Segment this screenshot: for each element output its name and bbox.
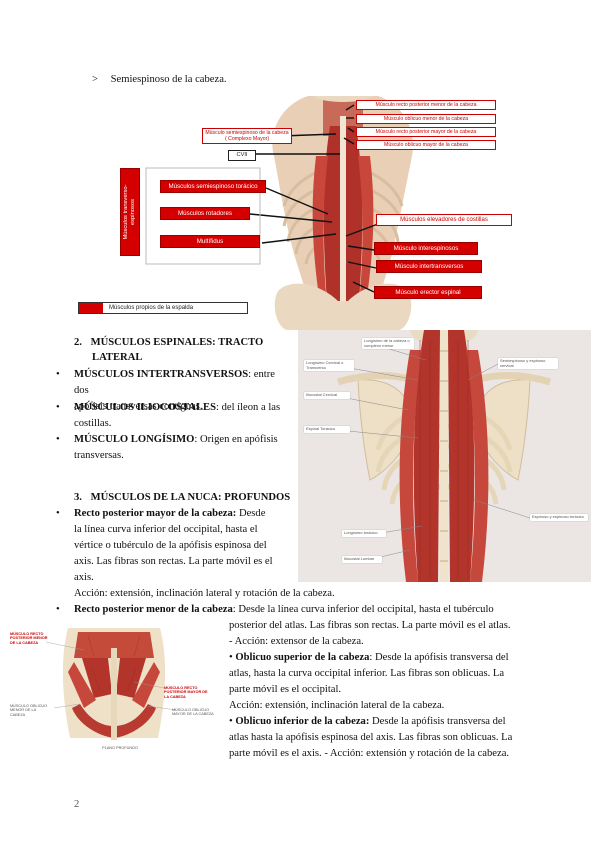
fig1-legend-text: Músculos propios de la espalda <box>109 305 194 311</box>
fig1-legend: Músculos propios de la espalda <box>78 302 248 314</box>
section3-item1-accion: Acción: extensión, inclinación lateral y… <box>74 588 335 599</box>
item2-line2: posterior del atlas. Las fibras son rect… <box>229 620 511 631</box>
section3-item-2-line1: • Recto posterior menor de la cabeza: De… <box>56 602 596 618</box>
item4-line3: parte móvil es el axis. - Acción: extens… <box>229 748 510 759</box>
item-line3: vértice o tubérculo de la apófisis espin… <box>74 540 267 551</box>
suboccipital-illustration <box>45 628 177 740</box>
fig2-label-espinal-toracico-2: Espinoso y espinoso torácico <box>530 514 588 521</box>
section2-heading: 2. MÚSCULOS ESPINALES: TRACTO <box>74 335 263 351</box>
bullet: • <box>56 402 60 413</box>
section2-heading-line1: MÚSCULOS ESPINALES: TRACTO <box>90 337 264 348</box>
item-bold: MÚSCULOS ILIOCOSTALES <box>74 402 216 413</box>
item-bold: Recto posterior mayor de la cabeza: <box>74 508 237 519</box>
section3-heading: 3. MÚSCULOS DE LA NUCA: PROFUNDOS <box>74 490 290 506</box>
bullet: • <box>56 508 60 519</box>
fig2-label-espinoso: Semiespinoso y espinoso cervical <box>498 358 558 370</box>
item3-line4: Acción: extensión, inclinación lateral d… <box>229 700 445 711</box>
section2-heading-num: 2. <box>74 337 82 348</box>
fig1-label-recto-mayor: Músculo recto posterior mayor de la cabe… <box>356 127 496 137</box>
fig1-label-semiespinoso-toracico: Músculos semiespinoso torácico <box>160 180 266 193</box>
fig1-label-elevadores: Músculos elevadores de costillas <box>376 214 512 226</box>
intro-line: > Semiespinoso de la cabeza. <box>92 72 227 88</box>
fig1-label-cvii: CVII <box>228 150 256 161</box>
item-line5: axis. <box>74 572 94 583</box>
fig1-label-multifidus: Multífidus <box>160 235 260 248</box>
bullet: • <box>56 434 60 445</box>
item-rest: : Desde la apófisis transversa del <box>369 652 509 663</box>
item-line2: transversas. <box>74 450 124 461</box>
bullet: • <box>229 716 233 727</box>
item-rest: Desde la apófisis transversa del <box>369 716 506 727</box>
fig3-label-recto-menor: MÚSCULO RECTO POSTERIOR MENOR DE LA CABE… <box>10 632 48 645</box>
item-line1: Desde <box>236 508 266 519</box>
fig1-label-oblicuo-menor: Músculo oblicuo menor de la cabeza <box>356 114 496 124</box>
item-bold: MÚSCULOS INTERTRANSVERSOS <box>74 369 249 380</box>
fig1-label-semiespinoso-cabeza: Músculo semiespinoso de la cabeza ( Comp… <box>202 128 292 144</box>
fig1-label-intertransversos: Músculo intertransversos <box>376 260 482 273</box>
item-bold: Oblicuo superior de la cabeza <box>235 652 370 663</box>
fig2-label-longissimus-capitis: Longísimo de la cabeza o complexo menor <box>362 338 414 350</box>
fig3-label-recto-mayor: MÚSCULO RECTO POSTERIOR MAYOR DE LA CABE… <box>164 686 208 699</box>
item3-line1: • Oblicuo superior de la cabeza: Desde l… <box>229 650 549 666</box>
fig2-label-iliocostal-cervical: Iliocostal Cervical <box>304 392 350 399</box>
suboccipital-figure: MÚSCULO RECTO POSTERIOR MENOR DE LA CABE… <box>8 628 220 758</box>
item-rest: : del íleon a las <box>215 402 281 413</box>
item2-line3: - Acción: extensor de la cabeza. <box>229 636 364 647</box>
item4-line2: atlas hasta la apófisis espinosa del axi… <box>229 732 513 743</box>
item-bold: Recto posterior menor de la cabeza <box>74 604 233 615</box>
fig2-label-espinal-toracico: Espinal Torácico <box>304 426 350 433</box>
item3-line2: atlas, hasta la curva occipital inferior… <box>229 668 505 679</box>
erector-spinae-illustration <box>335 330 552 582</box>
bullet: • <box>56 369 60 380</box>
intro-marker: > <box>92 74 98 85</box>
item3-line3: parte móvil es el occipital. <box>229 684 342 695</box>
section2-item-3: • MÚSCULO LONGÍSIMO: Origen en apófisis … <box>56 432 292 464</box>
fig1-label-rotadores: Músculos rotadores <box>160 207 250 220</box>
fig1-label-interespinosos: Músculo interespinosos <box>374 242 478 255</box>
fig1-label-oblicuo-mayor: Músculo oblicuo mayor de la cabeza <box>356 140 496 150</box>
item-line1: : Desde la línea curva inferior del occi… <box>232 604 494 615</box>
fig1-legend-swatch <box>79 303 103 313</box>
intro-text: Semiespinoso de la cabeza. <box>110 74 227 85</box>
fig1-label-recto-menor: Músculo recto posterior menor de la cabe… <box>356 100 496 110</box>
section2-item-1: • MÚSCULOS INTERTRANSVERSOS: entre dos a… <box>56 367 292 415</box>
item-bold: Oblicuo inferior de la cabeza: <box>235 716 370 727</box>
fig2-label-iliocostal-lumbar: Iliocostal Lumbar <box>342 556 382 563</box>
fig2-label-longisimo-toracico: Longísimo torácico <box>342 530 386 537</box>
fig3-label-plano: PLANO PROFUNDO <box>102 746 138 750</box>
page-number: 2 <box>74 799 80 810</box>
section2-item-2: • MÚSCULOS ILIOCOSTALES: del íleon a las… <box>56 400 292 432</box>
section3-heading-text: MÚSCULOS DE LA NUCA: PROFUNDOS <box>90 492 291 503</box>
section3-item-1: • Recto posterior mayor de la cabeza: De… <box>56 506 298 586</box>
section3-heading-num: 3. <box>74 492 82 503</box>
item-line2: costillas. <box>74 418 112 429</box>
item4-line1: • Oblicuo inferior de la cabeza: Desde l… <box>229 714 549 730</box>
bullet: • <box>56 604 60 615</box>
fig2-label-longissimus-cervical: Longísimo Cervical o Transverso <box>304 360 354 372</box>
back-muscles-figure: Músculo recto posterior menor de la cabe… <box>78 96 516 330</box>
fig1-side-label: Músculos transverso-espinosos <box>120 168 140 256</box>
fig1-label-erector: Músculo erector espinal <box>374 286 482 299</box>
item-rest: : Origen en apófisis <box>194 434 278 445</box>
item-line2: apófisis transversas contiguas. <box>74 401 203 412</box>
bullet: • <box>229 652 233 663</box>
item-bold: MÚSCULO LONGÍSIMO <box>74 434 195 445</box>
item-line4: axis. Las fibras son rectas. La parte mó… <box>74 556 273 567</box>
item-line2: la línea curva inferior del occipital, h… <box>74 524 258 535</box>
item-rest: : entre dos <box>74 369 275 396</box>
section2-heading-line2: LATERAL <box>92 352 143 363</box>
erector-spinae-figure: Longísimo de la cabeza o complexo menor … <box>298 330 591 582</box>
fig3-label-oblicuo-menor: MÚSCULO OBLICUO MENOR DE LA CABEZA <box>10 704 48 717</box>
fig3-label-oblicuo-mayor: MÚSCULO OBLICUO MAYOR DE LA CABEZA <box>172 708 214 717</box>
section3-right-column: posterior del atlas. Las fibras son rect… <box>229 618 549 762</box>
